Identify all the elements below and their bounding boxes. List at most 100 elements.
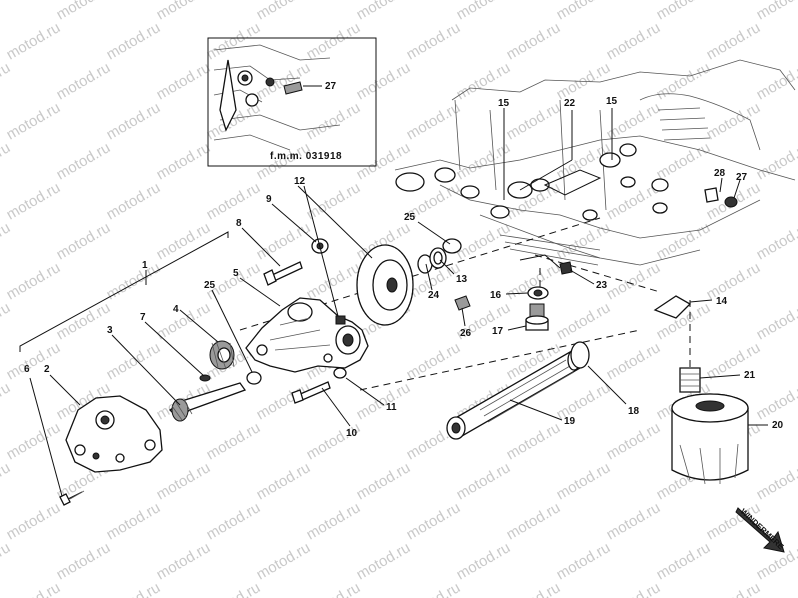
watermark-text: motod.ru: [4, 339, 64, 383]
watermark-text: motod.ru: [54, 59, 114, 103]
callout-3: 3: [107, 325, 113, 336]
inset-caption: f.m.m. 031918: [270, 151, 342, 162]
watermark-text: motod.ru: [454, 459, 514, 503]
callout-17: 17: [492, 326, 504, 337]
inset-detail: 27 f.m.m. 031918: [207, 37, 377, 167]
group-bracket: [19, 231, 229, 352]
watermark-text: motod.ru: [104, 99, 164, 143]
watermark-text: motod.ru: [604, 259, 664, 303]
callout-5: 5: [233, 268, 239, 279]
callout-25a: 25: [404, 212, 416, 223]
callout-24: 24: [428, 290, 440, 301]
watermark-text: motod.ru: [154, 0, 214, 23]
watermark-text: motod.ru: [304, 19, 364, 63]
watermark-text: motod.ru: [254, 459, 314, 503]
watermark-text: motod.ru: [0, 59, 13, 103]
watermark-text: motod.ru: [4, 99, 64, 143]
callout-10: 10: [346, 428, 358, 439]
watermark-text: motod.ru: [504, 419, 564, 463]
watermark-text: motod.ru: [554, 219, 614, 263]
watermark-text: motod.ru: [0, 299, 13, 343]
watermark-text: motod.ru: [204, 179, 264, 223]
watermark-text: motod.ru: [54, 539, 114, 583]
watermark-text: motod.ru: [404, 99, 464, 143]
watermark-text: motod.ru: [604, 339, 664, 383]
leader-lines: [29, 108, 768, 497]
watermark-text: motod.ru: [104, 259, 164, 303]
watermark-text: motod.ru: [104, 179, 164, 223]
watermark-text: motod.ru: [604, 419, 664, 463]
watermark-text: motod.ru: [4, 19, 64, 63]
watermark-text: motod.ru: [204, 499, 264, 543]
watermark-text: motod.ru: [204, 419, 264, 463]
watermark-text: motod.ru: [354, 459, 414, 503]
watermark-text: motod.ru: [554, 0, 614, 23]
watermark-text: motod.ru: [354, 539, 414, 583]
watermark-text: motod.ru: [704, 99, 764, 143]
watermark-text: motod.ru: [204, 579, 264, 598]
watermark-text: motod.ru: [0, 219, 13, 263]
callout-4: 4: [173, 304, 179, 315]
watermark-text: motod.ru: [304, 579, 364, 598]
watermark-text: motod.ru: [754, 59, 798, 103]
watermark-text: motod.ru: [54, 219, 114, 263]
seal-ring: [246, 371, 262, 385]
watermark-text: motod.ru: [404, 579, 464, 598]
watermark-text: motod.ru: [754, 299, 798, 343]
watermark-text: motod.ru: [4, 419, 64, 463]
callout-13: 13: [456, 274, 468, 285]
watermark-text: motod.ru: [454, 59, 514, 103]
watermark-text: motod.ru: [54, 139, 114, 183]
watermark-text: motod.ru: [154, 59, 214, 103]
watermark-text: motod.ru: [154, 539, 214, 583]
pump-gear: [209, 340, 235, 370]
watermark-text: motod.ru: [604, 19, 664, 63]
watermark-text: motod.ru: [0, 539, 13, 583]
watermark-text: motod.ru: [354, 0, 414, 23]
callout-15a: 15: [498, 98, 510, 109]
watermark-text: motod.ru: [0, 379, 13, 423]
watermark-text: motod.ru: [754, 459, 798, 503]
watermark-text: motod.ru: [754, 219, 798, 263]
watermark-text: motod.ru: [454, 539, 514, 583]
watermark-text: motod.ru: [654, 0, 714, 23]
callout-26: 26: [460, 328, 472, 339]
watermark-text: motod.ru: [704, 579, 764, 598]
callout-20: 20: [772, 420, 784, 431]
watermark-text: motod.ru: [554, 459, 614, 503]
watermark-text: motod.ru: [54, 299, 114, 343]
watermark-text: motod.ru: [254, 539, 314, 583]
engine-block: [394, 59, 796, 269]
watermark-text: motod.ru: [0, 139, 13, 183]
watermark-text: motod.ru: [704, 259, 764, 303]
watermark-text: motod.ru: [654, 219, 714, 263]
watermark-text: motod.ru: [0, 459, 13, 503]
watermark-text: motod.ru: [254, 379, 314, 423]
pump-cover: [65, 395, 163, 473]
oil-sender: [559, 261, 573, 275]
watermark-text: motod.ru: [754, 139, 798, 183]
watermark-text: motod.ru: [454, 219, 514, 263]
watermark-text: motod.ru: [454, 0, 514, 23]
drain-plug: [525, 286, 549, 331]
callout-8: 8: [236, 218, 242, 229]
drive-gear: [356, 244, 414, 326]
watermark-text: motod.ru: [754, 0, 798, 23]
watermark-text: motod.ru: [604, 579, 664, 598]
pump-shaft: [168, 382, 247, 422]
watermark-text: motod.ru: [154, 459, 214, 503]
callout-7: 7: [140, 312, 146, 323]
inset-callout-27: 27: [325, 81, 337, 92]
watermark-text: motod.ru: [354, 379, 414, 423]
watermark-text: motod.ru: [4, 259, 64, 303]
watermark-text: motod.ru: [304, 499, 364, 543]
watermark-text: motod.ru: [404, 499, 464, 543]
watermark-text: motod.ru: [304, 419, 364, 463]
pressure-valve: [454, 295, 471, 311]
watermark-text: motod.ru: [504, 19, 564, 63]
callout-15b: 15: [606, 96, 618, 107]
watermark-text: motod.ru: [654, 59, 714, 103]
watermark-text: motod.ru: [104, 339, 164, 383]
watermark-text: motod.ru: [104, 19, 164, 63]
